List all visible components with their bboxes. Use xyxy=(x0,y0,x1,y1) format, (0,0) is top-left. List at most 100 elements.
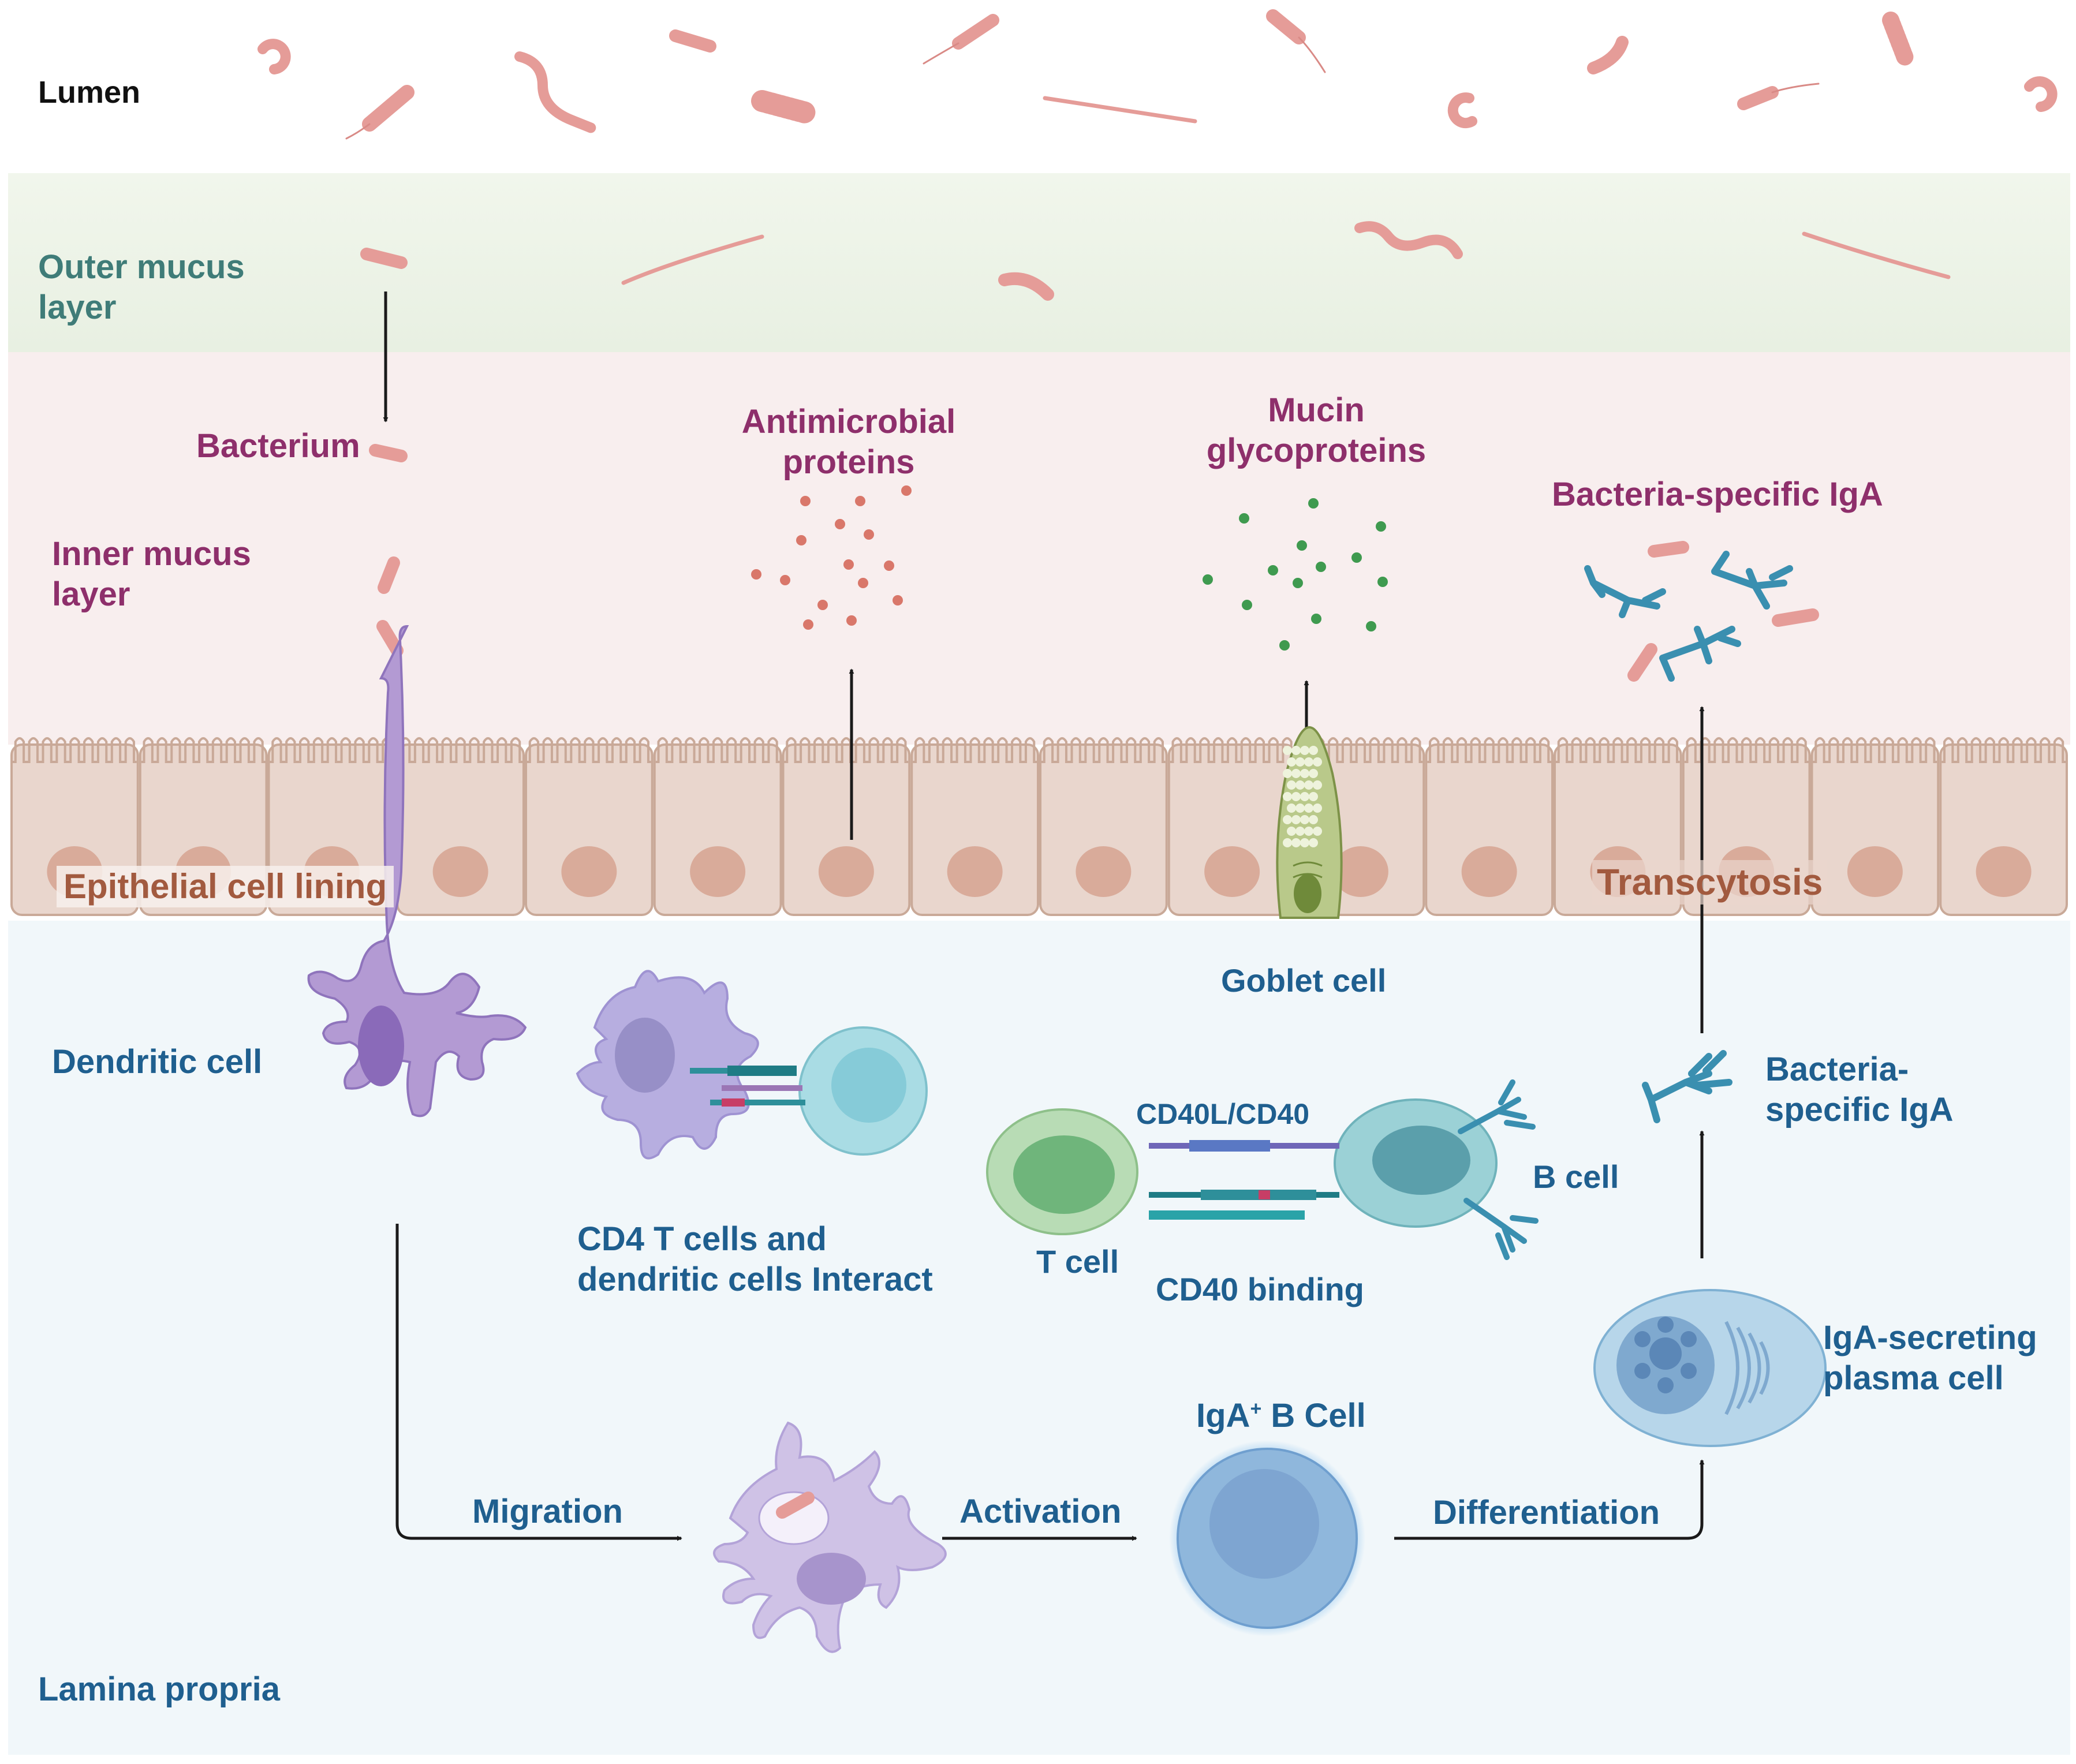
microvilli xyxy=(1813,737,1937,763)
cell-nucleus xyxy=(1076,846,1132,897)
antimicrobial-dot xyxy=(893,595,903,606)
goblet-granule xyxy=(1313,757,1322,767)
goblet-granule xyxy=(1300,815,1309,824)
antimicrobial-dot xyxy=(780,575,790,585)
mucin-dot xyxy=(1203,574,1213,585)
microvilli xyxy=(13,737,137,763)
mucus-bacteria xyxy=(360,221,1951,301)
epithelial-cell xyxy=(782,743,911,916)
cell-nucleus xyxy=(1976,846,2032,897)
bacterium-icon xyxy=(751,90,816,124)
antimicrobial-dot xyxy=(817,600,828,610)
goblet-granule xyxy=(1291,746,1301,755)
goblet-granule xyxy=(1291,815,1301,824)
plasma-cell-label: IgA-secreting plasma cell xyxy=(1823,1318,2037,1398)
bacterium-icon xyxy=(360,248,408,269)
mucin-dot xyxy=(1268,565,1278,575)
dendritic-cell-icon xyxy=(307,625,527,1118)
bacterium-icon xyxy=(514,51,596,133)
mucin-dot xyxy=(1377,577,1388,587)
mucin-dot xyxy=(1376,521,1386,532)
antimicrobial-proteins-label: Antimicrobial proteins xyxy=(733,402,964,482)
plasma-line1: IgA-secreting xyxy=(1823,1319,2037,1356)
bacterium-icon xyxy=(621,234,764,285)
bacterium-icon xyxy=(1771,83,1820,94)
lumen-region xyxy=(0,0,2076,173)
microvilli xyxy=(1684,737,1809,763)
iga-antibody-icon xyxy=(1642,1050,1733,1123)
mucin-dot xyxy=(1366,621,1376,631)
epithelial-lining-label: Epithelial cell lining xyxy=(57,866,394,907)
cd4-line2: dendritic cells Interact xyxy=(577,1260,933,1298)
bacterium-icon xyxy=(1354,221,1463,259)
outer-mucus-line2: layer xyxy=(38,288,117,326)
cell-nucleus xyxy=(561,846,617,897)
microvilli xyxy=(784,737,909,763)
microvilli xyxy=(270,737,394,763)
goblet-granule xyxy=(1309,746,1318,755)
goblet-granule xyxy=(1304,803,1313,813)
bacterium-icon xyxy=(1447,92,1477,129)
bacterium-icon xyxy=(776,1492,815,1519)
cell-nucleus xyxy=(432,846,488,897)
goblet-granule xyxy=(1300,769,1309,778)
migrating-dendritic-cell-icon xyxy=(713,1421,947,1653)
goblet-granule xyxy=(1287,757,1296,767)
bacterium-icon xyxy=(1298,36,1326,73)
epithelial-cell xyxy=(1810,743,1940,916)
b-cell-label: B cell xyxy=(1533,1158,1619,1195)
goblet-granule xyxy=(1283,746,1292,755)
bacterium-icon xyxy=(1882,12,1914,66)
goblet-granule xyxy=(1295,827,1305,836)
epithelial-cell xyxy=(1039,743,1168,916)
microvilli xyxy=(1427,737,1551,763)
bacterium-icon xyxy=(1737,86,1779,110)
migration-arrow xyxy=(395,1224,682,1541)
bacterium-icon xyxy=(1772,608,1819,627)
epithelial-cell xyxy=(525,743,654,916)
microvilli xyxy=(527,737,651,763)
migration-label: Migration xyxy=(472,1493,623,1530)
antimicrobial-dot xyxy=(855,496,865,506)
mucin-dot xyxy=(1297,540,1307,551)
antibody-icon xyxy=(1659,626,1741,682)
tcell-bcell-interaction-icon xyxy=(986,1079,1539,1260)
mucin-glycoprotein-dots xyxy=(1203,498,1388,651)
goblet-cell-label: Goblet cell xyxy=(1221,962,1387,999)
goblet-granule xyxy=(1283,815,1292,824)
goblet-granule xyxy=(1295,803,1305,813)
transcytosis-label: Transcytosis xyxy=(1592,860,1828,905)
cd40-binding-label: CD40 binding xyxy=(1156,1271,1364,1307)
cd40l-label: CD40L/CD40 xyxy=(1136,1098,1310,1130)
mucin-dot xyxy=(1293,578,1303,588)
bacterium-icon xyxy=(257,39,291,74)
mucin-dot xyxy=(1239,513,1249,524)
cd4-line1: CD4 T cells and xyxy=(577,1220,827,1258)
microvilli xyxy=(141,737,266,763)
epithelial-cell xyxy=(1939,743,2068,916)
antimicrobial-line1: Antimicrobial xyxy=(741,403,956,440)
antimicrobial-dot xyxy=(846,615,857,626)
goblet-granule xyxy=(1291,838,1301,847)
mucin-glycoproteins-label: Mucin glycoproteins xyxy=(1195,390,1437,470)
mucin-dot xyxy=(1351,552,1362,563)
outer-mucus-region xyxy=(8,173,2070,352)
bacterium-icon xyxy=(1043,96,1197,124)
epithelial-cell xyxy=(910,743,1039,916)
bacteria-specific-iga-mid-label: Bacteria- specific IgA xyxy=(1765,1049,1954,1130)
iga-mid-line2: specific IgA xyxy=(1765,1090,1954,1128)
goblet-granule xyxy=(1287,780,1296,790)
goblet-granule xyxy=(1295,757,1305,767)
goblet-granule xyxy=(1300,838,1309,847)
t-cell-label: T cell xyxy=(1036,1243,1119,1280)
bacterium-icon xyxy=(952,14,999,50)
lamina-propria-label: Lamina propria xyxy=(38,1670,280,1708)
dendritic-cell-label: Dendritic cell xyxy=(52,1043,263,1081)
antibody-icon xyxy=(1463,1198,1539,1260)
goblet-granule xyxy=(1291,769,1301,778)
microvilli xyxy=(655,737,780,763)
goblet-granule xyxy=(1313,827,1322,836)
mucin-dot xyxy=(1242,600,1252,610)
mucin-line2: glycoproteins xyxy=(1206,431,1427,469)
antimicrobial-dot xyxy=(884,560,894,571)
